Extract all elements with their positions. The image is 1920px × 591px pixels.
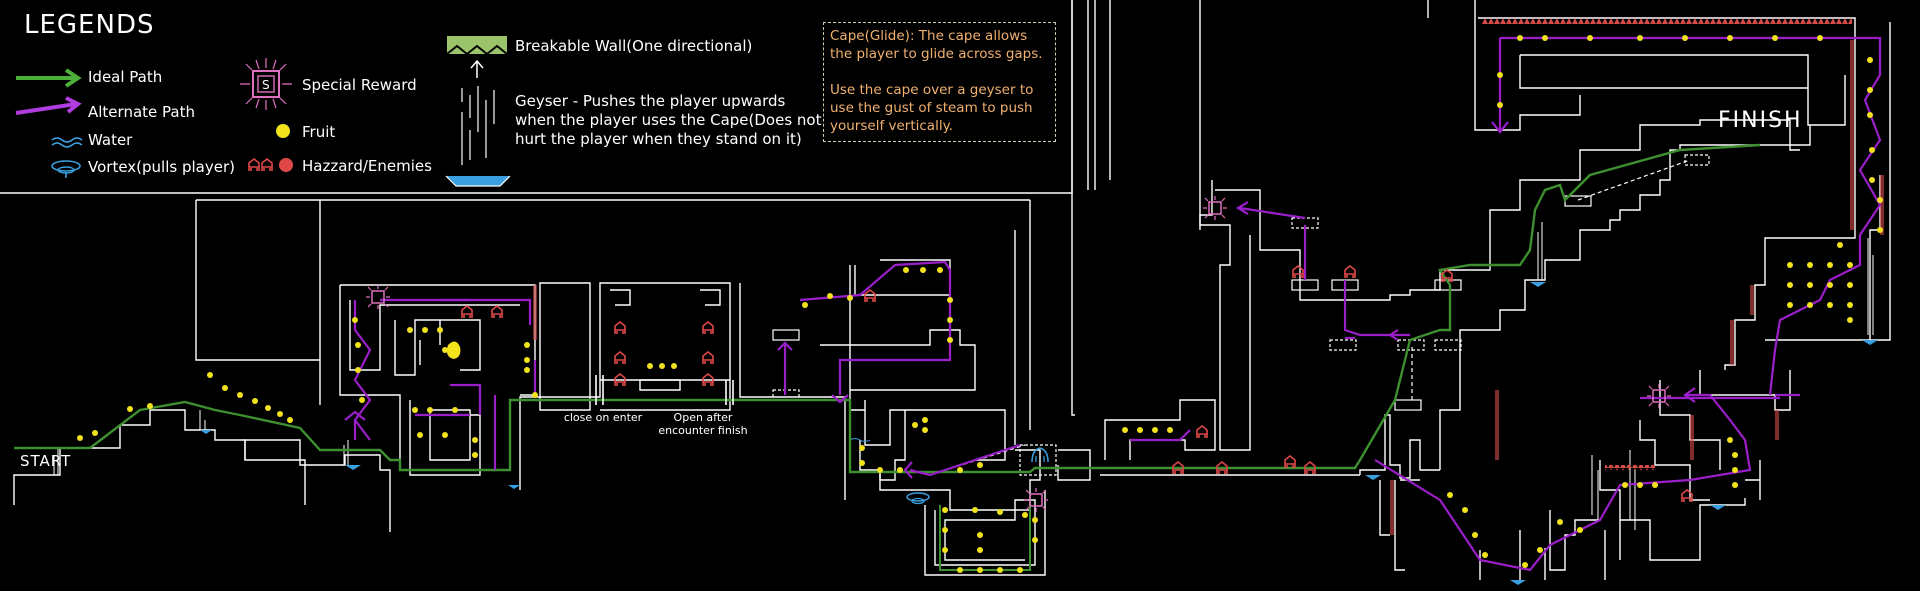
- dashed-connectors: [929, 159, 1691, 476]
- geyser-label: Geyser - Pushes the player upwards when …: [515, 92, 822, 148]
- vortex: [906, 492, 930, 505]
- special-reward-icon: S: [240, 58, 292, 110]
- water-pools: [200, 282, 1878, 585]
- alternate-path: [344, 36, 1882, 572]
- alternate-path-label: Alternate Path: [88, 103, 195, 121]
- water-icon: [51, 137, 83, 148]
- special-rewards: [365, 195, 1672, 513]
- legend-icons: S: [15, 36, 511, 187]
- ideal-path-arrow-icon: [16, 68, 82, 88]
- legend-title: LEGENDS: [24, 10, 155, 40]
- solid-platforms: [772, 195, 1592, 411]
- open-after-label: Open after encounter finish: [658, 411, 748, 437]
- spikes: [533, 18, 1884, 535]
- special-reward-label: Special Reward: [302, 76, 417, 94]
- fruit-label: Fruit: [302, 123, 336, 141]
- breakable-wall-icon: [446, 36, 508, 78]
- ideal-path: [14, 143, 1761, 474]
- finish-label: FINISH: [1718, 108, 1803, 133]
- special-reward-glyph: S: [262, 78, 270, 92]
- start-label: START: [20, 452, 72, 470]
- hazards: [461, 265, 1693, 503]
- hazard-icon: [248, 158, 293, 172]
- cape-note: Cape(Glide): The cape allows the player …: [823, 22, 1056, 142]
- water-label: Water: [88, 131, 133, 149]
- hazard-label: Hazzard/Enemies: [302, 157, 432, 175]
- fruits: [77, 35, 1883, 573]
- cape-note-line1: Cape(Glide): The cape allows the player …: [830, 28, 1043, 62]
- geyser-icon: [445, 86, 511, 187]
- gates: [595, 375, 734, 405]
- ideal-path-label: Ideal Path: [88, 68, 163, 86]
- breakable-wall-label: Breakable Wall(One directional): [515, 37, 753, 55]
- mid-geyser: [1031, 447, 1049, 463]
- alternate-path-arrow-icon: [15, 96, 82, 115]
- ideal-path-lower-loop: [939, 500, 1031, 571]
- big-fruit: [446, 341, 461, 359]
- vortex-icon: [51, 160, 81, 178]
- fruit-icon: [276, 124, 290, 138]
- cape-note-line2: Use the cape over a geyser to use the gu…: [830, 82, 1034, 134]
- close-on-enter-label: close on enter: [563, 411, 643, 424]
- vortex-label: Vortex(pulls player): [88, 158, 235, 176]
